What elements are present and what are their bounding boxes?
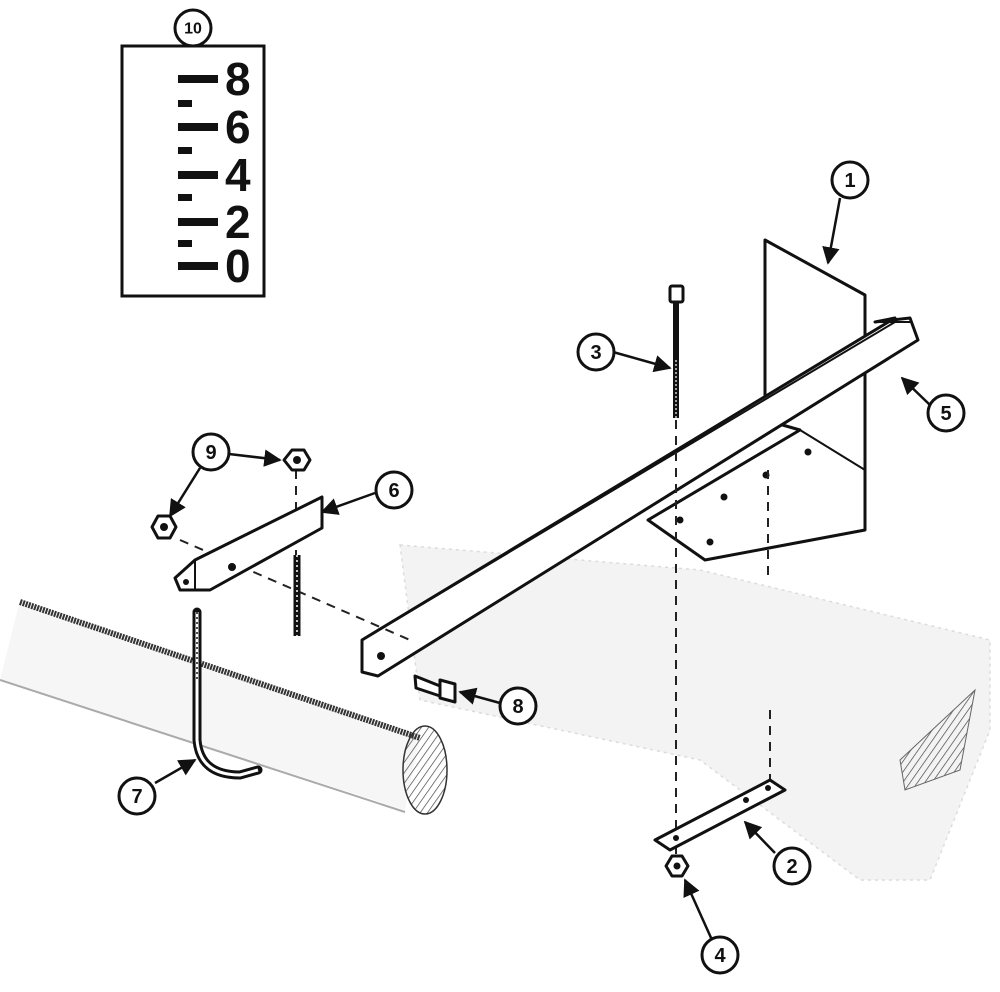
part-7-u-bolt [192, 607, 263, 780]
gauge-label-6: 6 [225, 101, 251, 153]
gauge-label-8: 8 [225, 53, 251, 105]
callout-4: 4 [700, 935, 740, 975]
callout-3: 3 [576, 332, 616, 372]
part-3-bolt [668, 284, 685, 418]
callout-7-label: 7 [131, 786, 142, 808]
gauge-label-0: 0 [225, 240, 251, 292]
part-6-clamp [173, 495, 324, 592]
callout-4-label: 4 [714, 945, 726, 967]
callout-9: 9 [191, 432, 231, 472]
callout-10: 10 [173, 8, 213, 48]
callout-3-label: 3 [590, 342, 601, 364]
callout-1-label: 1 [844, 170, 855, 192]
callout-1: 1 [830, 160, 870, 200]
callout-5: 5 [926, 393, 966, 433]
part-8-bolt [413, 674, 457, 704]
callout-2: 2 [772, 846, 812, 886]
callout-8: 8 [498, 686, 538, 726]
part-10-gauge-decal: 8 6 4 2 0 [120, 44, 266, 298]
gauge-label-4: 4 [225, 149, 251, 201]
callout-10-label: 10 [184, 21, 202, 38]
part-2-plate [653, 778, 787, 852]
leader-lines [154, 197, 931, 941]
part-4-nut [664, 854, 690, 878]
callout-5-label: 5 [940, 403, 951, 425]
part-9-nuts [150, 448, 312, 540]
gauge-label-2: 2 [225, 196, 251, 248]
callout-9-label: 9 [205, 442, 216, 464]
callout-2-label: 2 [786, 856, 797, 878]
callout-8-label: 8 [512, 696, 523, 718]
part-5-strap [360, 316, 920, 678]
callout-6: 6 [374, 470, 414, 510]
axle-tube [0, 599, 448, 815]
callout-6-label: 6 [388, 480, 399, 502]
callout-7: 7 [117, 776, 157, 816]
